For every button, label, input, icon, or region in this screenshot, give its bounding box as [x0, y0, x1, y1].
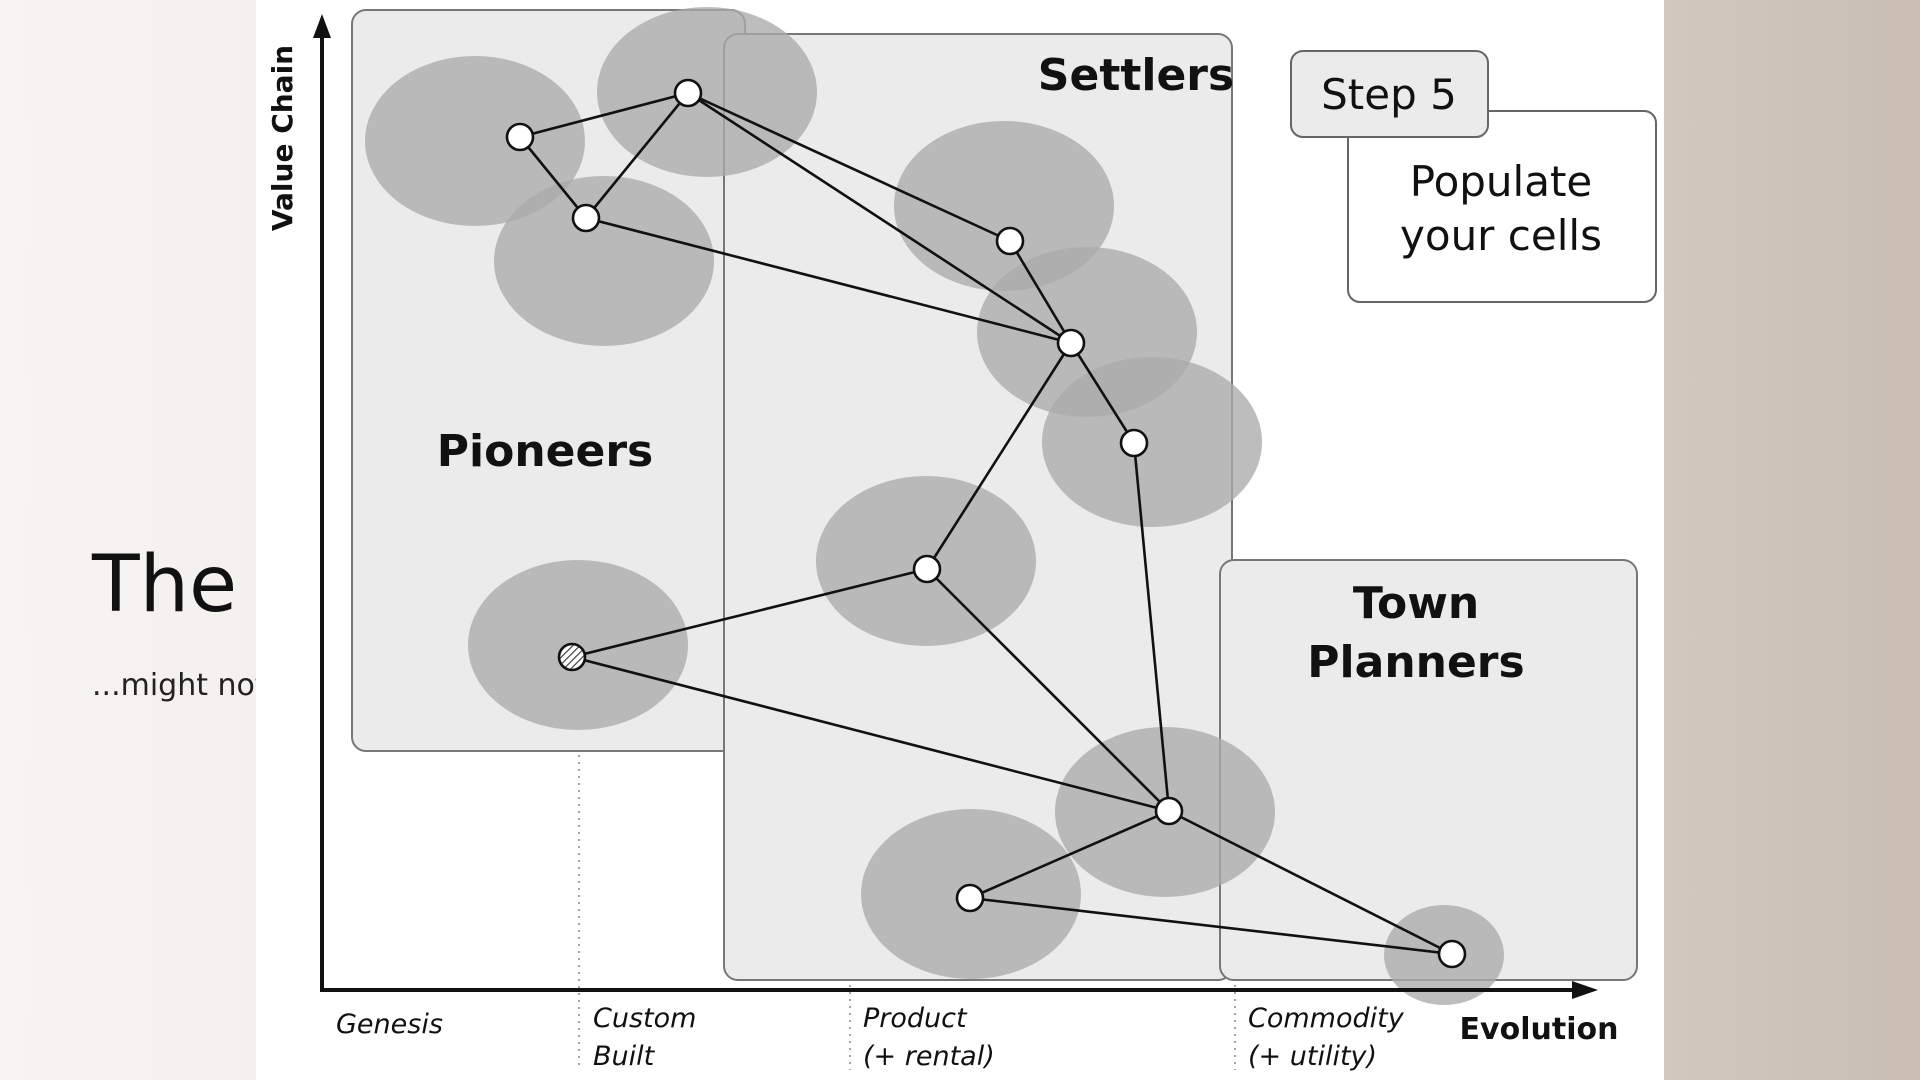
stage-utility: (+ utility): [1248, 1041, 1377, 1072]
step-tab: [1290, 50, 1489, 138]
axes: [313, 14, 1598, 999]
settlers-label: Settlers: [1038, 50, 1234, 101]
component-node: [673, 78, 703, 108]
step-text-line2: your cells: [1400, 211, 1602, 260]
stage-commodity: Commodity: [1248, 1003, 1405, 1034]
component-node: [1437, 939, 1467, 969]
cell: [365, 56, 585, 226]
step-card: [1347, 110, 1657, 303]
cell: [1042, 357, 1262, 527]
town-planners-label-line1: Town: [1353, 578, 1479, 629]
component-node: [505, 122, 535, 152]
wardley-map-figure: Pioneers Settlers Town Planners Step 5 P…: [256, 0, 1664, 1080]
x-axis-label: Evolution: [1460, 1012, 1619, 1047]
stage-dividers: [578, 755, 1236, 1070]
slide-subtitle: ...might not: [92, 668, 267, 703]
step-text-line1: Populate: [1410, 157, 1593, 206]
cell: [894, 121, 1114, 291]
y-axis-label: Value Chain: [266, 45, 299, 231]
component-node: [955, 883, 985, 913]
pioneers-label: Pioneers: [437, 426, 653, 477]
stage-custom: Custom: [593, 1003, 696, 1034]
wardley-map-svg: Pioneers Settlers Town Planners Step 5 P…: [266, 7, 1657, 1072]
step-tab-label: Step 5: [1321, 70, 1457, 119]
stage-genesis: Genesis: [336, 1009, 443, 1040]
component-node-hatched: [557, 642, 587, 672]
stage-product: Product: [863, 1003, 968, 1034]
component-node: [571, 203, 601, 233]
component-node: [1056, 328, 1086, 358]
component-node: [1154, 796, 1184, 826]
cell: [494, 176, 714, 346]
cells: [365, 7, 1504, 1005]
component-node: [995, 226, 1025, 256]
component-node: [1119, 428, 1149, 458]
cell: [597, 7, 817, 177]
stage-rental: (+ rental): [863, 1041, 995, 1072]
component-node: [912, 554, 942, 584]
links: [518, 91, 1453, 956]
nodes: [505, 78, 1467, 969]
stage-built: Built: [593, 1041, 656, 1072]
town-planners-label-line2: Planners: [1307, 637, 1524, 688]
